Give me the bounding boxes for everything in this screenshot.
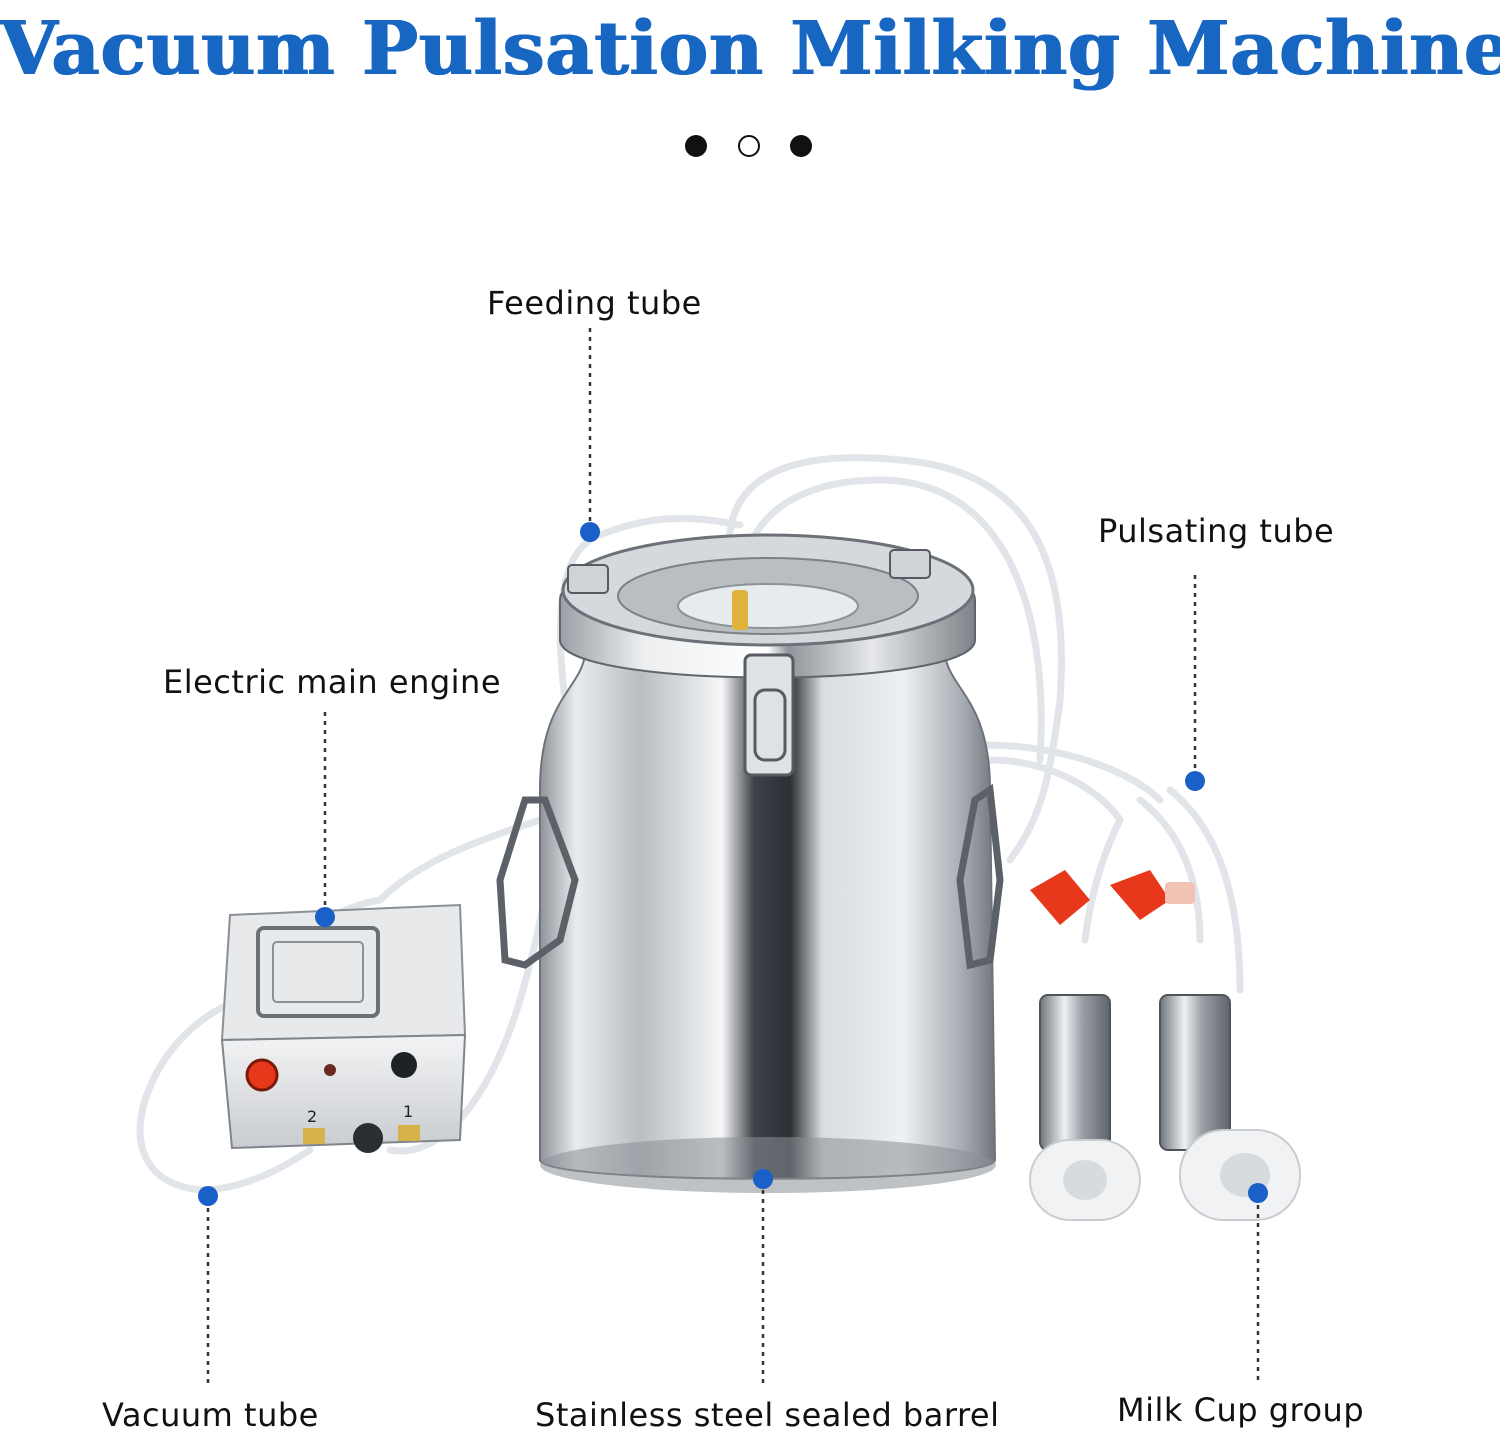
carousel-dot-2[interactable]: [738, 135, 760, 157]
callout-markers: [198, 522, 1268, 1206]
carousel-dots: [0, 135, 1500, 159]
label-pulsating-tube: Pulsating tube: [1098, 512, 1335, 550]
milk-cup-group: [1029, 870, 1301, 1221]
electric-engine-box: [220, 903, 467, 1153]
label-electric-main-engine: Electric main engine: [163, 663, 502, 701]
page-title: Vacuum Pulsation Milking Machine: [0, 6, 1500, 92]
label-feeding-tube: Feeding tube: [487, 284, 702, 322]
label-vacuum-tube: Vacuum tube: [102, 1396, 319, 1434]
engine-port-label-2: 2: [307, 1107, 317, 1126]
carousel-dot-1[interactable]: [685, 135, 707, 157]
stainless-barrel: [496, 533, 1004, 1193]
engine-port-label-1: 1: [403, 1102, 413, 1121]
carousel-dot-3[interactable]: [790, 135, 812, 157]
pointer-lines: [206, 328, 1260, 1385]
label-milk-cup-group: Milk Cup group: [1117, 1391, 1365, 1429]
label-stainless-barrel: Stainless steel sealed barrel: [535, 1396, 1000, 1434]
